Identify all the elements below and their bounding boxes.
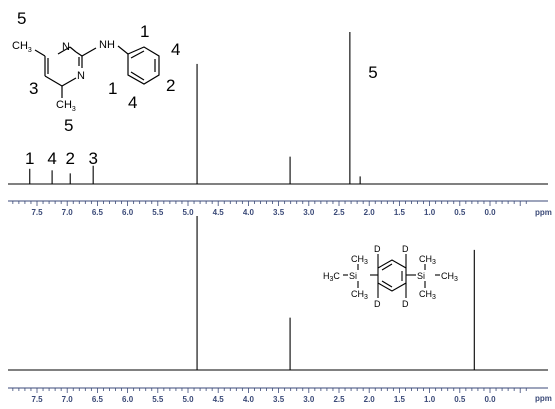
structure-number-1-top: 1	[140, 22, 149, 41]
deuterium-top-right: D	[402, 244, 409, 254]
methyl-left-side: H3C	[323, 271, 340, 283]
bottom-tick-label-8: 3.5	[273, 395, 285, 404]
bottom-spectrum: 7.5 7.0 6.5 6.0 5.5 5.0 4.5 4.0 3.5 3.0 2.5 2.0 1.5 1…	[8, 216, 552, 404]
deuterium-bottom-left: D	[374, 299, 381, 309]
bottom-tick-labels: 7.5 7.0 6.5 6.0 5.5 5.0 4.5 4.0 3.5 3.0 2.5 2.0 1.5 1…	[31, 395, 496, 404]
top-tick-label-6: 4.5	[213, 208, 225, 217]
top-ppm-label: ppm	[535, 208, 552, 217]
top-peak-label-0: 1	[25, 149, 34, 168]
structure-number-3: 3	[29, 79, 38, 98]
bottom-tick-label-4: 5.5	[152, 395, 164, 404]
bottom-tick-label-14: 0.5	[454, 395, 466, 404]
deuterium-bottom-right: D	[402, 299, 409, 309]
methyl-top-label: CH3	[12, 40, 32, 54]
top-tick-label-0: 7.5	[31, 208, 43, 217]
nh-label: NH	[99, 39, 115, 51]
pyrimidine-structure: 5 3 5 1 4 1 2 4	[12, 9, 180, 135]
top-peak-label-4: 5	[368, 63, 377, 82]
top-peak-label-3: 3	[88, 149, 97, 168]
top-tick-label-3: 6.0	[122, 208, 134, 217]
structure-number-5-bottom: 5	[64, 116, 73, 135]
top-tick-label-1: 7.0	[62, 208, 74, 217]
methyl-right-down: CH3	[419, 289, 436, 301]
methyl-left-down: CH3	[351, 289, 368, 301]
bottom-tick-label-2: 6.5	[92, 395, 104, 404]
top-ticks	[12, 201, 527, 206]
structure-number-2: 2	[166, 76, 175, 95]
disilyl-benzene-structure: D D D D Si Si CH3 CH3 H3C CH3 CH3 CH3	[323, 244, 458, 309]
top-peaks	[29, 32, 361, 184]
bottom-tick-label-7: 4.0	[243, 395, 255, 404]
bottom-tick-label-9: 3.0	[303, 395, 315, 404]
structure-number-5-top: 5	[17, 9, 26, 28]
bottom-tick-label-10: 2.5	[333, 395, 345, 404]
top-tick-label-11: 2.0	[364, 208, 376, 217]
structure-number-4-top: 4	[171, 40, 180, 59]
benzene-ring	[343, 254, 440, 298]
top-tick-label-7: 4.0	[243, 208, 255, 217]
top-tick-labels: 7.5 7.0 6.5 6.0 5.5 5.0 4.5 4.0 3.5 3.0 2.5 2.0 1.5 1…	[31, 208, 496, 217]
pyrimidine-ring	[34, 45, 129, 98]
bottom-tick-label-0: 7.5	[31, 395, 43, 404]
bottom-tick-label-13: 1.0	[424, 395, 436, 404]
top-tick-label-10: 2.5	[333, 208, 345, 217]
bottom-ticks	[12, 388, 527, 393]
bottom-tick-label-1: 7.0	[62, 395, 74, 404]
bottom-tick-label-3: 6.0	[122, 395, 134, 404]
phenyl-ring	[127, 46, 160, 85]
deuterium-top-left: D	[374, 244, 381, 254]
bottom-peaks	[196, 216, 475, 370]
top-tick-label-5: 5.0	[182, 208, 194, 217]
bottom-tick-label-11: 2.0	[364, 395, 376, 404]
methyl-left-up: CH3	[351, 254, 368, 266]
methyl-right-up: CH3	[419, 254, 436, 266]
top-tick-label-4: 5.5	[152, 208, 164, 217]
methyl-bottom-label: CH3	[56, 99, 76, 113]
top-tick-label-2: 6.5	[92, 208, 104, 217]
bottom-ppm-label: ppm	[535, 394, 552, 403]
top-tick-label-12: 1.5	[394, 208, 406, 217]
top-peak-label-2: 2	[65, 149, 74, 168]
top-peak-label-1: 4	[47, 149, 56, 168]
bottom-tick-label-15: 0.0	[484, 395, 496, 404]
silicon-right: Si	[417, 271, 425, 281]
methyl-right-side: CH3	[441, 271, 458, 283]
bottom-tick-label-6: 4.5	[213, 395, 225, 404]
bottom-tick-label-5: 5.0	[182, 395, 194, 404]
pyrimidine-n-bottom: N	[77, 70, 85, 82]
top-tick-label-14: 0.5	[454, 208, 466, 217]
pyrimidine-n-top: N	[62, 41, 70, 53]
structure-number-4-bottom: 4	[128, 93, 137, 112]
top-tick-label-15: 0.0	[484, 208, 496, 217]
silicon-left: Si	[349, 271, 357, 281]
structure-number-1-bottom: 1	[108, 79, 117, 98]
bottom-tick-label-12: 1.5	[394, 395, 406, 404]
top-tick-label-13: 1.0	[424, 208, 436, 217]
top-tick-label-9: 3.0	[303, 208, 315, 217]
top-tick-label-8: 3.5	[273, 208, 285, 217]
